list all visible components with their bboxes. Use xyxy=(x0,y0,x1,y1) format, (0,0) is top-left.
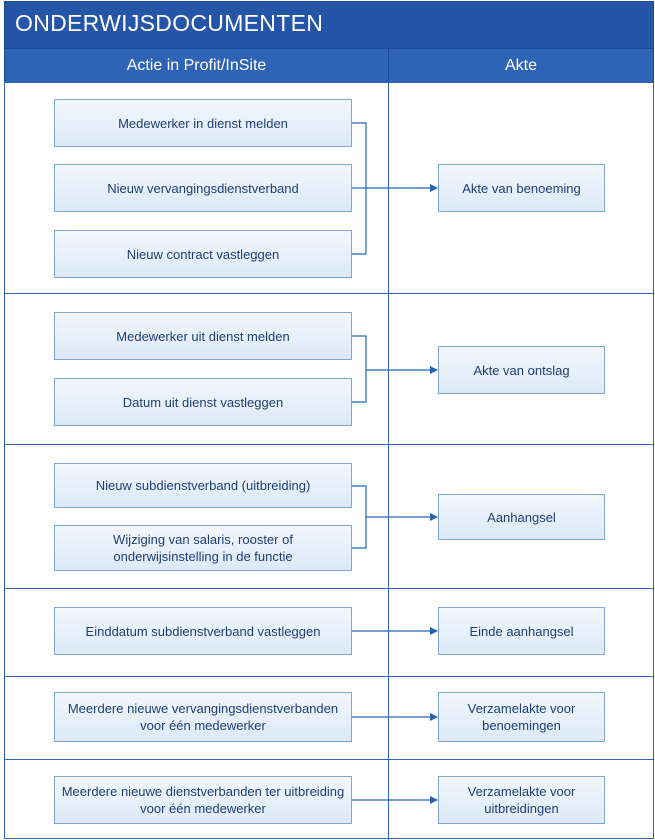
akte-box: Einde aanhangsel xyxy=(438,607,605,655)
action-box: Medewerker in dienst melden xyxy=(54,99,352,147)
action-box: Datum uit dienst vastleggen xyxy=(54,378,352,426)
title-bar: ONDERWIJSDOCUMENTEN xyxy=(4,1,654,49)
akte-box: Aanhangsel xyxy=(438,494,605,540)
row-frame-6 xyxy=(4,759,654,839)
action-box: Medewerker uit dienst melden xyxy=(54,312,352,360)
action-box: Meerdere nieuwe dienstverbanden ter uitb… xyxy=(54,776,352,824)
akte-box: Akte van benoeming xyxy=(438,164,605,212)
column-divider xyxy=(388,82,389,840)
action-box: Nieuw vervangingsdienstverband xyxy=(54,164,352,212)
action-box: Nieuw subdienstverband (uitbreiding) xyxy=(54,463,352,508)
action-box: Einddatum subdienstverband vastleggen xyxy=(54,607,352,655)
bracket-connector xyxy=(352,485,367,549)
page-title: ONDERWIJSDOCUMENTEN xyxy=(15,10,324,36)
action-box: Meerdere nieuwe vervangingsdienstverband… xyxy=(54,692,352,742)
akte-box: Akte van ontslag xyxy=(438,346,605,394)
action-box: Wijziging van salaris, rooster of onderw… xyxy=(54,525,352,571)
akte-box: Verzamelakte voor uitbreidingen xyxy=(438,776,605,824)
header-akte: Akte xyxy=(388,48,654,83)
action-box: Nieuw contract vastleggen xyxy=(54,230,352,278)
bracket-connector xyxy=(352,335,367,403)
akte-box: Verzamelakte voor benoemingen xyxy=(438,692,605,742)
